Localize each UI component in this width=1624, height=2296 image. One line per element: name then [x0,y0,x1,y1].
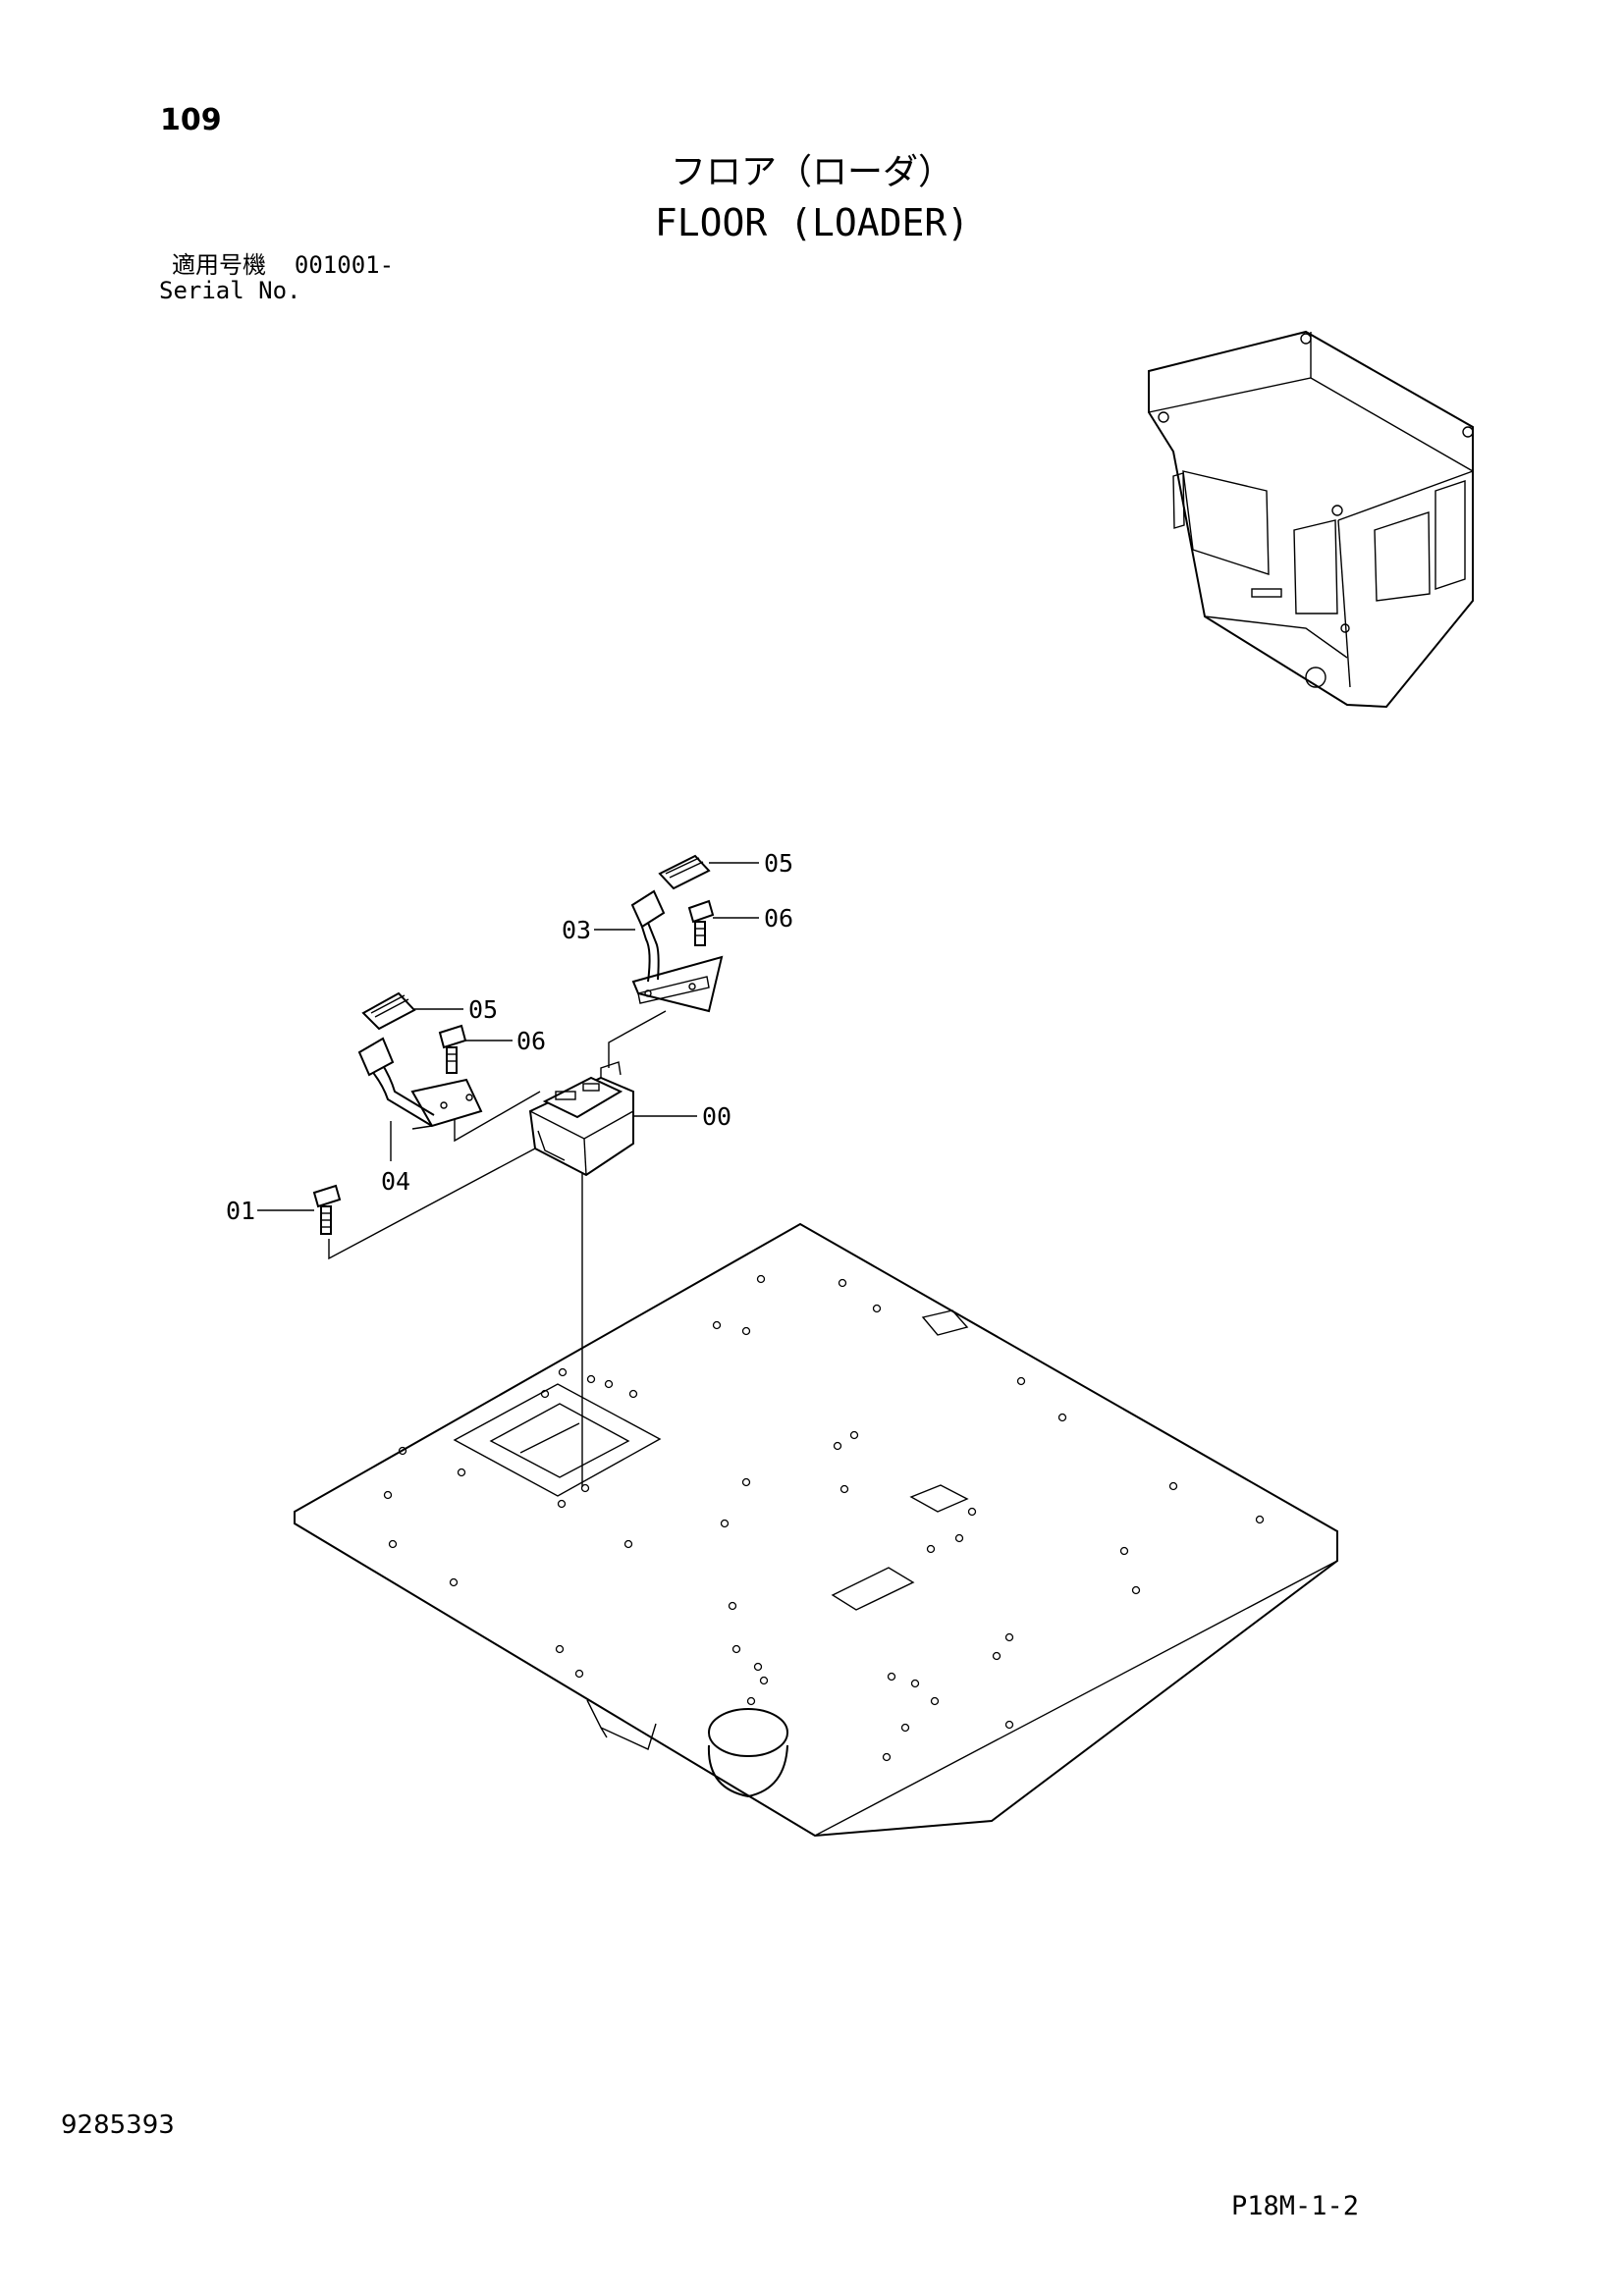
page-code: P18M-1-2 [1231,2191,1360,2221]
control-box [528,1061,634,1177]
callout-00: 00 [702,1102,731,1131]
page-title-english: FLOOR (LOADER) [654,201,970,244]
page-number: 109 [160,103,222,137]
serial-value: 001001- [294,251,395,279]
part-callout-labels: 05 06 03 05 06 00 04 01 [226,849,793,1225]
left-pedal-bracket [357,1037,483,1130]
callout-04: 04 [381,1167,410,1196]
right-bolt [687,899,715,946]
right-pedal-bracket [630,889,724,1013]
callout-leader-lines [257,862,759,1211]
callout-05-left: 05 [468,995,498,1024]
callout-05-right: 05 [764,849,793,878]
floor-plate [294,1222,1338,1838]
cab-overview-illustration [1148,330,1474,709]
serial-label-english: Serial No. [159,277,301,304]
right-pedal-pad [658,854,711,890]
document-number: 9285393 [61,2110,175,2140]
left-bolt [438,1024,467,1074]
callout-06-left: 06 [516,1027,546,1055]
left-pedal-pad [361,991,416,1031]
serial-label-japanese: 適用号機 [172,251,266,279]
mounting-bolt [312,1184,342,1235]
page-title-japanese: フロア（ローダ） [670,152,953,192]
callout-01: 01 [226,1197,255,1225]
callout-03: 03 [562,916,591,944]
serial-range-japanese: 適用号機 001001- [172,253,394,277]
callout-06-right: 06 [764,904,793,933]
